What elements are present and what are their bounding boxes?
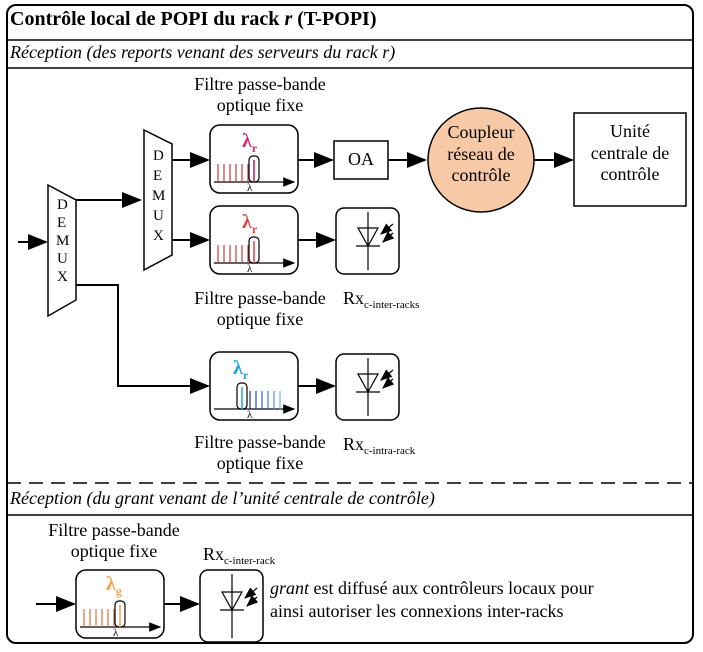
lambda-r-label: λr xyxy=(242,211,258,236)
oa-box xyxy=(333,140,389,180)
central-unit-box xyxy=(573,112,687,207)
filter-box-3 xyxy=(209,351,299,421)
photodiode-icon xyxy=(335,207,400,275)
rx-intra-rack-label: Rxc-intra-rack xyxy=(343,434,416,457)
filter-box-grant xyxy=(75,569,165,639)
section2-heading: Réception (du grant venant de l’unité ce… xyxy=(10,488,435,508)
axis-lambda: λ xyxy=(247,263,253,275)
photodiode-icon xyxy=(335,353,400,421)
demux-secondary xyxy=(143,128,173,272)
filter-box-1 xyxy=(209,124,299,194)
oa-label: OA xyxy=(348,149,374,169)
lambda-g-label: λg xyxy=(106,573,122,598)
lambda-r-label: λr xyxy=(242,130,258,155)
photodiode-icon xyxy=(199,569,264,643)
frame xyxy=(6,4,694,644)
rx-inter-rack-label: Rxc-inter-rack xyxy=(203,544,276,567)
grant-note: grant est diffusé aux contrôleurs locaux… xyxy=(270,578,594,621)
axis-lambda: λ xyxy=(247,409,253,421)
axis-lambda: λ xyxy=(113,627,119,639)
rx-inter-racks-label: Rxc-inter-racks xyxy=(343,288,420,311)
page-title: Contrôle local de POPI du rack r (T-POPI… xyxy=(10,8,377,30)
section1-heading: Réception (des reports venant des serveu… xyxy=(10,42,396,62)
demux-main xyxy=(47,183,77,318)
lambda-r-label: λr xyxy=(233,357,249,382)
arrow-demux-filter3 xyxy=(76,284,210,394)
axis-lambda: λ xyxy=(247,182,253,194)
